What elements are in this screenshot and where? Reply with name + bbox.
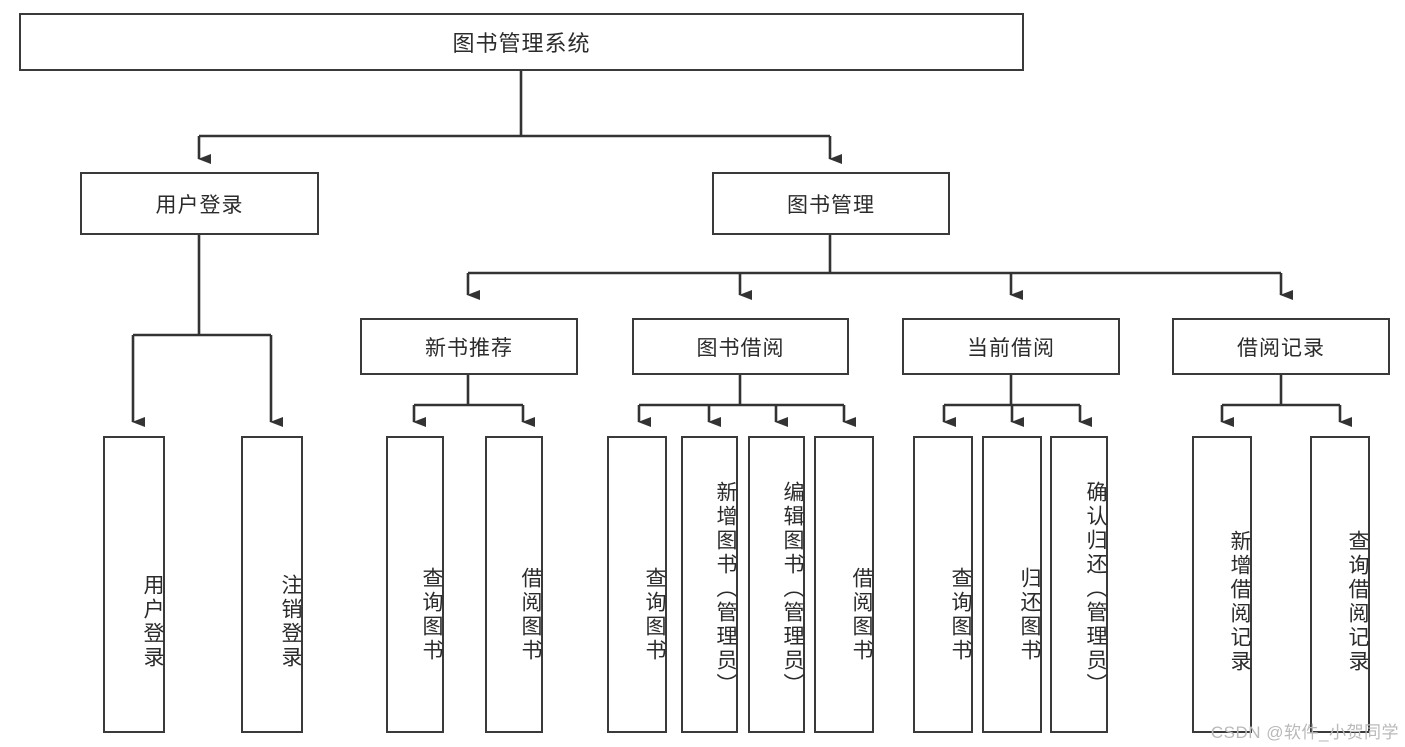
leaf-add-borrow-record[interactable]: 新增借阅记录 [1192, 436, 1252, 733]
node-user-login[interactable]: 用户登录 [80, 172, 319, 235]
node-current-borrow[interactable]: 当前借阅 [902, 318, 1120, 375]
leaf-query-book-borrow[interactable]: 查询图书 [607, 436, 667, 733]
leaf-return-book[interactable]: 归还图书 [982, 436, 1042, 733]
leaf-confirm-return-admin[interactable]: 确认归还（管理员） [1050, 436, 1108, 733]
node-root-system[interactable]: 图书管理系统 [19, 13, 1024, 71]
leaf-borrow-book-recommend[interactable]: 借阅图书 [485, 436, 543, 733]
leaf-query-borrow-record[interactable]: 查询借阅记录 [1310, 436, 1370, 733]
node-borrow-record[interactable]: 借阅记录 [1172, 318, 1390, 375]
leaf-borrow-book[interactable]: 借阅图书 [814, 436, 874, 733]
leaf-add-book-admin[interactable]: 新增图书（管理员） [681, 436, 738, 733]
leaf-logout[interactable]: 注销登录 [241, 436, 303, 733]
leaf-user-login[interactable]: 用户登录 [103, 436, 165, 733]
node-book-management[interactable]: 图书管理 [712, 172, 950, 235]
node-book-borrow[interactable]: 图书借阅 [632, 318, 849, 375]
leaf-query-book-recommend[interactable]: 查询图书 [386, 436, 444, 733]
node-new-book-recommend[interactable]: 新书推荐 [360, 318, 578, 375]
leaf-query-book-current[interactable]: 查询图书 [913, 436, 973, 733]
leaf-edit-book-admin[interactable]: 编辑图书（管理员） [748, 436, 805, 733]
